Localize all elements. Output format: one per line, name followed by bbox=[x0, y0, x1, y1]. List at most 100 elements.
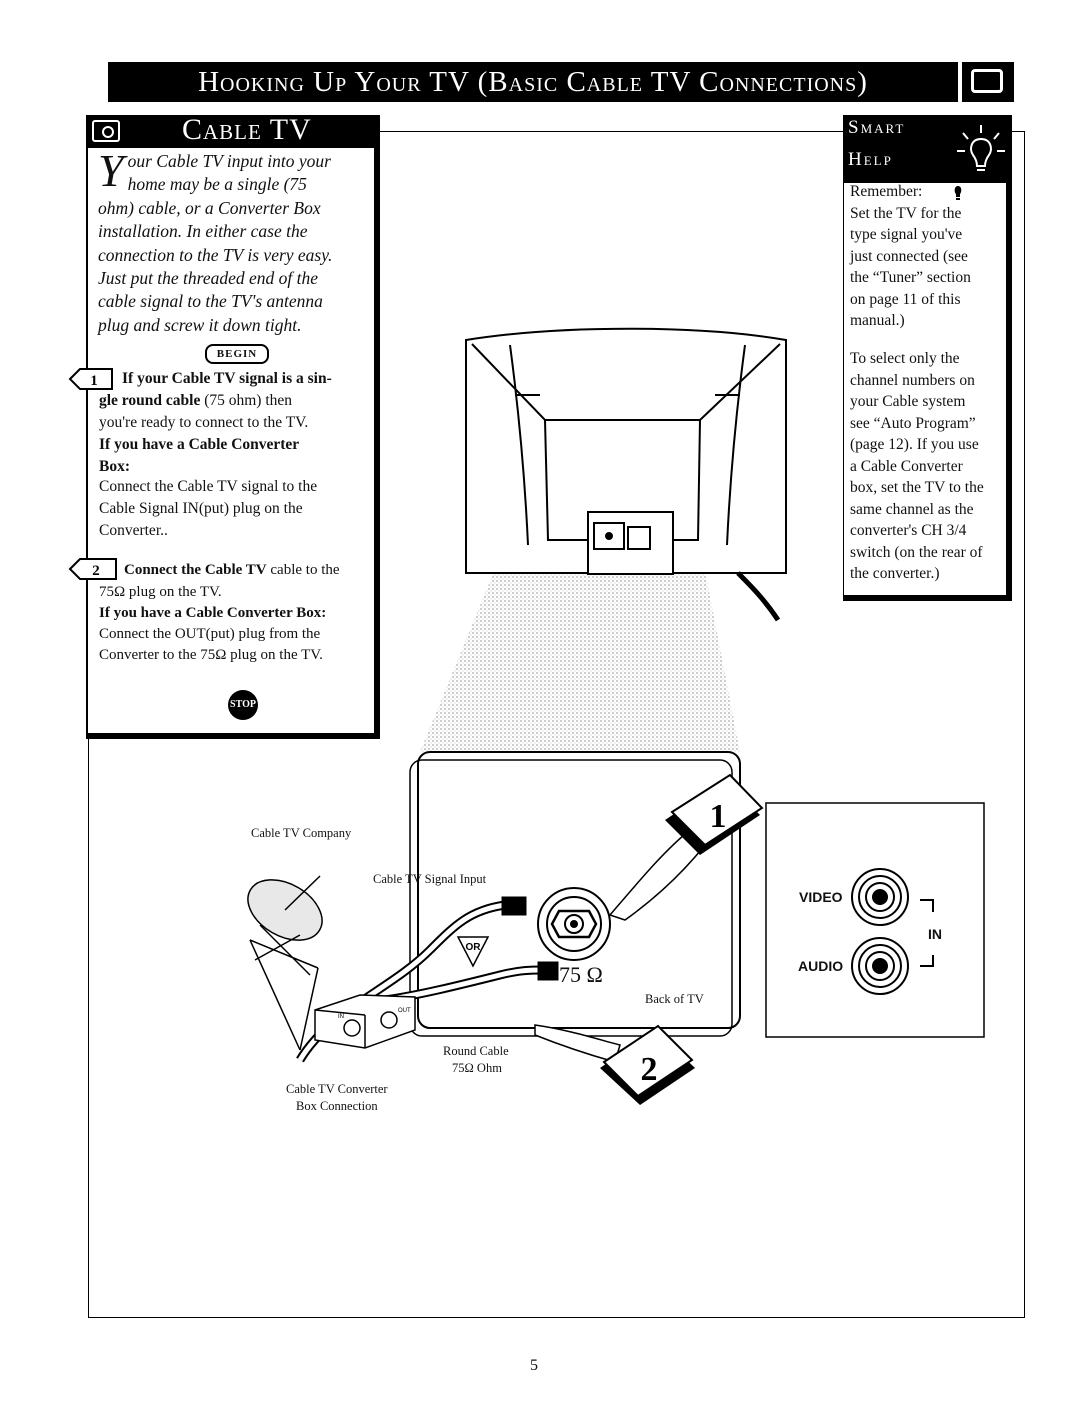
smart-help-line: (page 12). If you use bbox=[850, 436, 979, 453]
step-1-converter-line: Cable Signal IN(put) plug on the bbox=[99, 500, 303, 517]
converter-connection-label: Box Connection bbox=[296, 1099, 378, 1113]
intro-line: ohm) cable, or a Converter Box bbox=[98, 197, 321, 218]
step-2-rest: cable to the bbox=[266, 562, 340, 578]
begin-badge: BEGIN bbox=[205, 344, 269, 364]
step-1-line1: If your Cable TV signal is a sin- bbox=[122, 368, 372, 390]
step-1-rest: (75 ohm) then bbox=[200, 392, 293, 409]
round-cable-label: Round Cable bbox=[443, 1044, 509, 1058]
cable-tv-icon bbox=[92, 120, 120, 142]
converter-label: Cable TV Converter bbox=[286, 1082, 388, 1096]
video-jack-icon bbox=[851, 868, 909, 926]
in-label: IN bbox=[928, 926, 942, 942]
intro-line: installation. In either case the bbox=[98, 221, 308, 242]
step-1-converter-heading-2: Box: bbox=[99, 456, 369, 478]
smart-help-para-1: Remember: Set the TV for the type signal… bbox=[850, 181, 1008, 332]
satellite-dish-icon bbox=[247, 875, 323, 1051]
page-number: 5 bbox=[530, 1357, 538, 1374]
step-1-bold: If your Cable TV signal is a sin- bbox=[122, 370, 332, 387]
intro-line: Just put the threaded end of the bbox=[98, 268, 318, 289]
step-2-number: 2 bbox=[92, 563, 100, 579]
video-audio-panel bbox=[765, 802, 985, 1038]
page-title: Hooking Up Your TV (Basic Cable TV Conne… bbox=[108, 62, 958, 102]
smart-help-line: your Cable system bbox=[850, 393, 966, 410]
intro-line: cable signal to the TV's antenna bbox=[98, 291, 323, 312]
video-label: VIDEO bbox=[799, 889, 843, 905]
frame-top-right bbox=[1005, 131, 1025, 132]
ohm-jack bbox=[537, 887, 611, 961]
frame-top-divider bbox=[372, 131, 844, 132]
step-badge-1: 1 bbox=[665, 773, 764, 855]
tv-back-illustration bbox=[465, 327, 787, 622]
step-1-converter-bold2: Box: bbox=[99, 458, 130, 475]
ohm-label: 75 Ω bbox=[559, 962, 603, 987]
intro-line: plug and screw it down tight. bbox=[98, 314, 302, 335]
intro-line: connection to the TV is very easy. bbox=[98, 244, 333, 265]
intro-line: our Cable TV input into your bbox=[127, 151, 331, 171]
smart-help-line: on page 11 of this bbox=[850, 290, 961, 308]
smart-help-heading-line2: Help bbox=[848, 149, 893, 170]
or-marker: OR bbox=[456, 936, 490, 968]
smart-help-line: just connected (see bbox=[850, 247, 968, 265]
in-bracket bbox=[920, 899, 934, 967]
cable-tv-heading-text: Cable TV bbox=[182, 113, 312, 146]
stop-badge: STOP bbox=[228, 690, 258, 720]
step-1-converter-heading: If you have a Cable Converter bbox=[99, 434, 369, 456]
smart-help-line: channel numbers on bbox=[850, 371, 975, 389]
badge-1-number: 1 bbox=[710, 798, 727, 835]
smart-help-para-2: To select only the channel numbers on yo… bbox=[850, 348, 1008, 585]
step-1-line3: you're ready to connect to the TV. bbox=[99, 414, 309, 431]
step-2-line1: Connect the Cable TV cable to the bbox=[124, 560, 374, 582]
small-bulb-icon bbox=[954, 186, 962, 200]
cable-tv-heading: Cable TV bbox=[86, 113, 374, 148]
smart-help-line: manual.) bbox=[850, 312, 905, 329]
step-badge-2: 2 bbox=[600, 1024, 695, 1105]
round-cable-ohm-label: 75Ω Ohm bbox=[452, 1061, 502, 1075]
converter-out-label: OUT bbox=[398, 1008, 411, 1014]
tv-icon bbox=[962, 62, 1014, 102]
page-title-text: Hooking Up Your TV (Basic Cable TV Conne… bbox=[198, 65, 868, 98]
step-1-number: 1 bbox=[90, 373, 98, 389]
zoom-beam bbox=[420, 545, 740, 752]
badge-2-number: 2 bbox=[641, 1051, 658, 1088]
step-1-converter-bold: If you have a Cable Converter bbox=[99, 436, 300, 453]
smart-help-line: same channel as the bbox=[850, 500, 974, 518]
step-1-bold2: gle round cable bbox=[99, 392, 201, 409]
back-of-tv-label: Back of TV bbox=[645, 992, 704, 1006]
step-2-bold: Connect the Cable TV bbox=[124, 562, 267, 578]
step-1-line2: gle round cable (75 ohm) then bbox=[99, 390, 369, 412]
cable-signal-input-label: Cable TV Signal Input bbox=[373, 872, 487, 886]
step-2-arrow-icon: 2 bbox=[68, 558, 117, 580]
step-2-converter-bold: If you have a Cable Converter Box: bbox=[99, 605, 327, 621]
step-2-line2: 75Ω plug on the TV. bbox=[99, 584, 222, 600]
cable-tv-panel bbox=[86, 115, 380, 739]
step-1-converter-line: Connect the Cable TV signal to the bbox=[99, 478, 318, 495]
converter-box-icon bbox=[314, 994, 416, 1049]
smart-help-heading-line1: Smart bbox=[848, 117, 906, 138]
frame-bottom bbox=[88, 1317, 1025, 1318]
smart-help-line: see “Auto Program” bbox=[850, 414, 976, 432]
converter-in-label: IN bbox=[338, 1014, 344, 1020]
smart-help-line: type signal you've bbox=[850, 226, 963, 243]
smart-help-line: converter's CH 3/4 bbox=[850, 522, 967, 539]
frame-left bbox=[88, 736, 89, 1318]
step-1-converter-line: Converter.. bbox=[99, 522, 168, 539]
smart-help-line: To select only the bbox=[850, 350, 960, 367]
smart-help-line: switch (on the rear of bbox=[850, 543, 983, 561]
smart-help-line: box, set the TV to the bbox=[850, 479, 984, 496]
audio-jack-icon bbox=[851, 937, 909, 995]
smart-help-panel bbox=[843, 115, 1012, 601]
step-2-converter-heading: If you have a Cable Converter Box: bbox=[99, 603, 369, 625]
audio-label: AUDIO bbox=[798, 958, 844, 974]
step-1-arrow-icon: 1 bbox=[68, 368, 113, 390]
or-label: OR bbox=[466, 942, 482, 953]
smart-help-line: Remember: bbox=[850, 183, 923, 200]
smart-help-line: Set the TV for the bbox=[850, 204, 962, 222]
intro-paragraph: Y our Cable TV input into your home may … bbox=[98, 148, 368, 337]
step-2-converter-line: Converter to the 75Ω plug on the TV. bbox=[99, 647, 323, 663]
smart-help-line: the converter.) bbox=[850, 565, 940, 582]
cable-tv-panel-left-edge bbox=[86, 148, 88, 738]
smart-help-line: the “Tuner” section bbox=[850, 269, 971, 286]
smart-help-line: a Cable Converter bbox=[850, 457, 963, 475]
step-2-converter-line: Connect the OUT(put) plug from the bbox=[99, 626, 321, 642]
